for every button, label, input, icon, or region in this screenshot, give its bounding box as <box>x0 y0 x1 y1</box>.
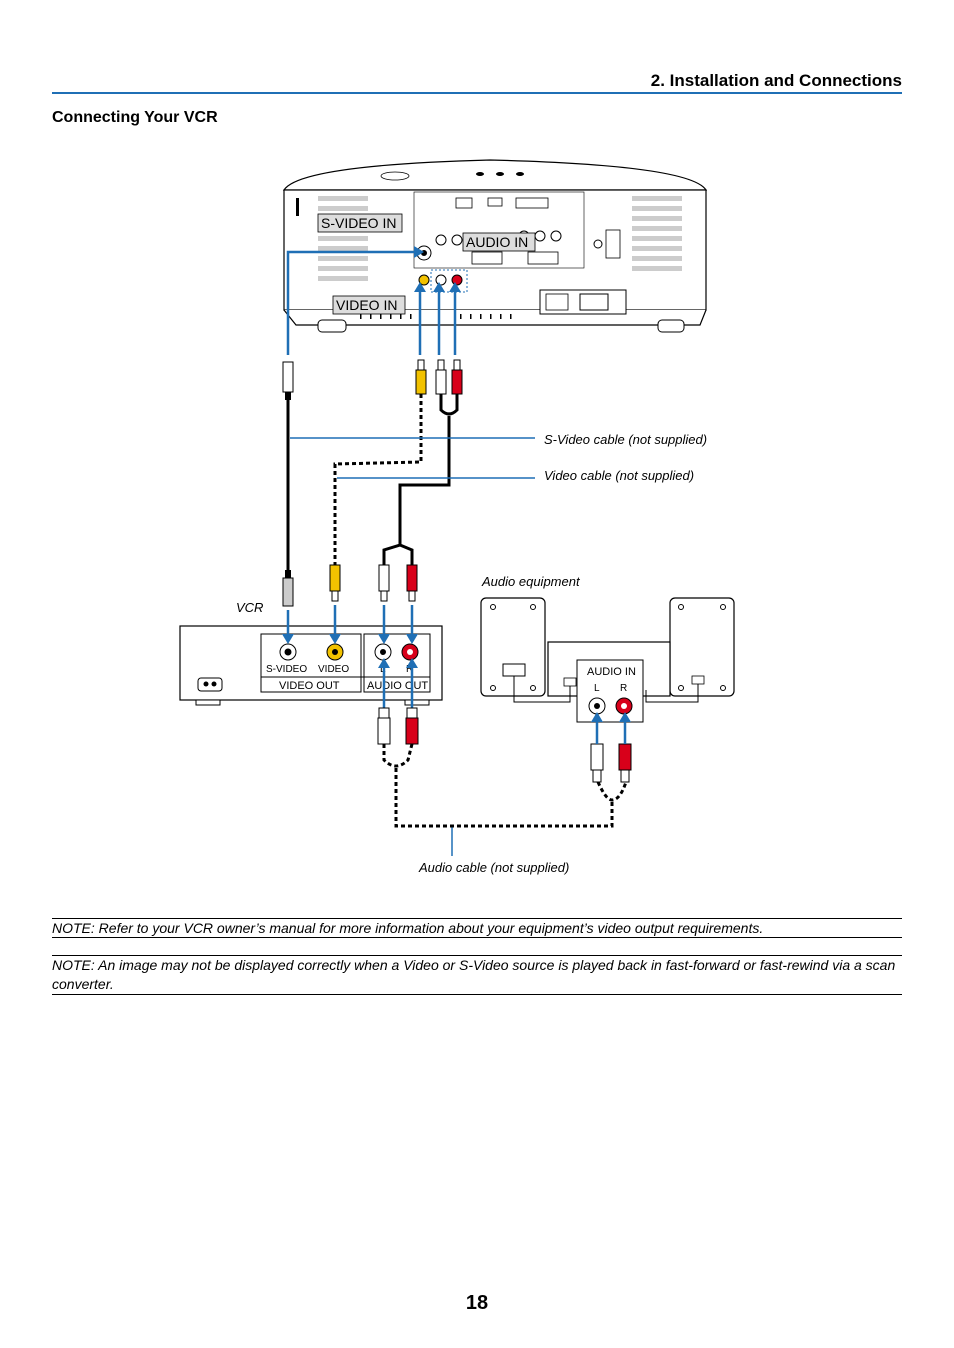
amp-connection-arrows <box>595 720 627 744</box>
vcr-illustration <box>179 625 443 706</box>
video-cable <box>333 394 423 565</box>
audio-cable-label: Audio cable (not supplied) <box>418 860 569 875</box>
video-cable-label: Video cable (not supplied) <box>544 468 694 483</box>
audio-in-callout: AUDIO IN <box>462 232 536 252</box>
rca-plugs-projector-side <box>415 359 463 395</box>
note-1: NOTE: Refer to your VCR owner’s manual f… <box>52 920 764 936</box>
amp-r-label: R <box>620 683 627 694</box>
s-video-in-label: S-VIDEO IN <box>321 215 396 231</box>
vcr-label: VCR <box>236 600 263 615</box>
audio-in-label: AUDIO IN <box>466 234 528 250</box>
projector-connection-arrows <box>286 250 457 355</box>
cable-leader-lines <box>290 437 535 856</box>
audio-cable-projector <box>382 394 459 565</box>
video-in-label: VIDEO IN <box>336 297 397 313</box>
vcr-video-out-label: VIDEO OUT <box>279 680 340 692</box>
vcr-connection-arrows <box>286 605 414 708</box>
note-2-bottom-rule <box>52 994 902 995</box>
page-heading: Connecting Your VCR <box>52 109 218 126</box>
audio-equipment-label: Audio equipment <box>481 574 581 589</box>
rca-plugs-vcr-side <box>329 564 418 602</box>
note-1-bottom-rule <box>52 937 902 938</box>
video-in-callout: VIDEO IN <box>332 295 406 315</box>
amp-audio-in-label: AUDIO IN <box>587 666 636 678</box>
audio-equipment-illustration <box>480 597 735 723</box>
s-video-in-callout: S-VIDEO IN <box>317 213 403 233</box>
header-rule <box>52 92 902 94</box>
page-number: 18 <box>465 1292 489 1314</box>
vcr-r-label: R <box>406 664 413 675</box>
note-2-top-rule <box>52 955 902 956</box>
s-video-cable-label: S-Video cable (not supplied) <box>544 432 707 447</box>
audio-cable-vcr-to-amp <box>377 707 632 828</box>
note-1-top-rule <box>52 918 902 919</box>
note-2: NOTE: An image may not be displayed corr… <box>52 957 896 992</box>
section-title: 2. Installation and Connections <box>650 71 902 90</box>
vcr-video-label: VIDEO <box>318 664 349 675</box>
amp-l-label: L <box>594 683 600 694</box>
s-video-cable <box>282 361 294 607</box>
vcr-s-video-label: S-VIDEO <box>266 664 307 675</box>
vcr-audio-out-label: AUDIO OUT <box>367 680 428 692</box>
